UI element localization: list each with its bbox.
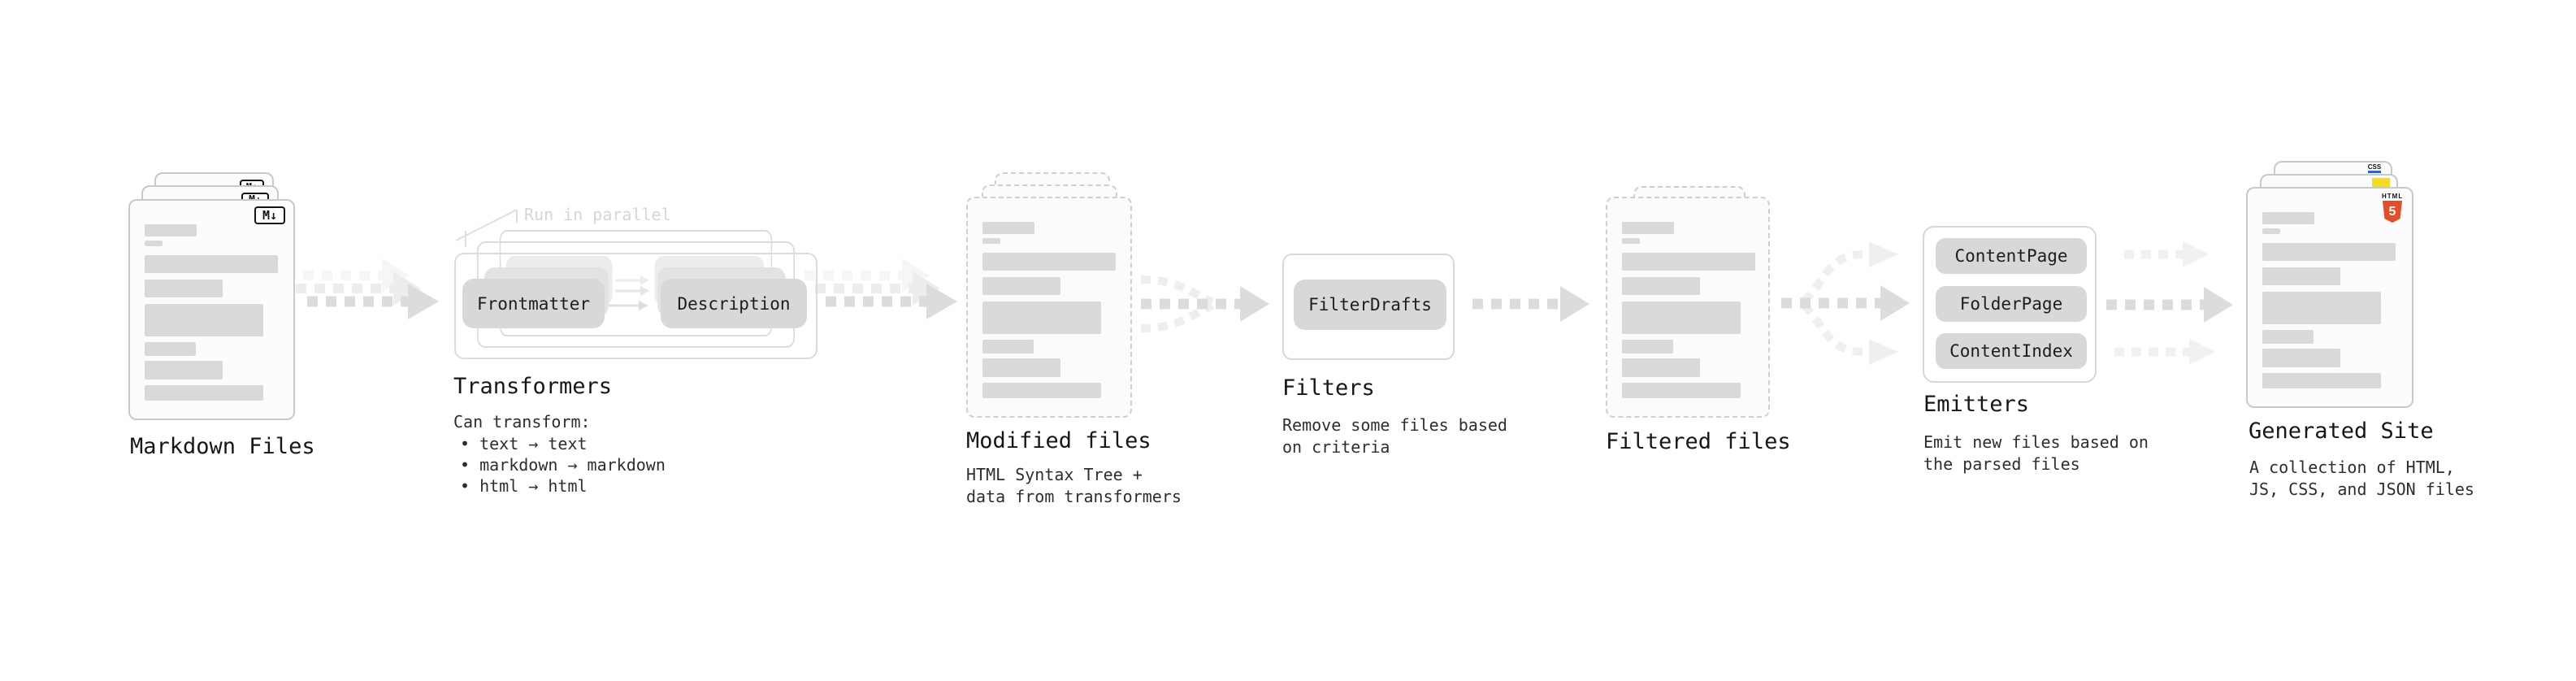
doc-placeholder-bar: [982, 301, 1101, 334]
modified-files-desc: HTML Syntax Tree +: [966, 465, 1143, 484]
modified-doc-sheet-front: [966, 197, 1132, 418]
transformers-bullet: • text → text: [460, 434, 588, 453]
filters-desc: on criteria: [1282, 437, 1390, 457]
html5-icon-number: 5: [2388, 204, 2396, 219]
doc-placeholder-bar: [982, 358, 1060, 377]
doc-placeholder-bar: [1622, 383, 1741, 398]
doc-placeholder-bar: [2262, 292, 2381, 324]
doc-placeholder-bar: [1622, 340, 1673, 354]
doc-placeholder-lines: [982, 222, 1116, 398]
doc-placeholder-bar: [1622, 301, 1741, 334]
transformers-desc-heading: Can transform:: [453, 412, 591, 432]
filterdrafts-pill: FilterDrafts: [1294, 280, 1446, 330]
arrow-markdown-to-transformers: [284, 258, 439, 319]
emitters-box: ContentPage FolderPage ContentIndex: [1923, 226, 2097, 383]
doc-placeholder-bar: [1622, 238, 1640, 244]
doc-placeholder-bar: [2262, 349, 2340, 367]
filtered-files-title: Filtered files: [1606, 429, 1791, 454]
filtered-doc-sheet-front: [1606, 197, 1770, 418]
doc-placeholder-bar: [982, 277, 1060, 295]
doc-placeholder-bar: [1622, 358, 1700, 377]
doc-placeholder-bar: [145, 361, 223, 380]
arrow-modified-to-filters: [1140, 275, 1269, 332]
description-pill: Description: [661, 279, 807, 328]
generated-doc-sheet-front: HTML 5: [2246, 187, 2413, 408]
html5-icon-label: HTML: [2382, 193, 2404, 200]
generated-site-title: Generated Site: [2249, 419, 2434, 444]
doc-placeholder-bar: [145, 241, 163, 246]
html5-icon-shield: 5: [2383, 201, 2402, 223]
css-icon-underline: [2368, 171, 2381, 173]
doc-placeholder-bar: [145, 342, 196, 356]
doc-placeholder-bar: [145, 304, 263, 336]
doc-placeholder-bar: [145, 255, 278, 273]
doc-placeholder-bar: [2262, 330, 2314, 344]
doc-placeholder-lines: [1622, 222, 1755, 398]
transformers-bullet: • html → html: [460, 476, 588, 496]
markdown-files-title: Markdown Files: [130, 434, 315, 459]
css-icon-label: CSS: [2367, 163, 2382, 171]
doc-placeholder-bar: [1622, 253, 1755, 271]
doc-placeholder-bar: [982, 222, 1034, 234]
transformers-title: Transformers: [453, 374, 613, 399]
arrow-filtered-to-emitters: [1781, 241, 1910, 365]
doc-placeholder-bar: [2262, 373, 2381, 388]
javascript-icon: [2372, 178, 2390, 188]
doc-placeholder-bar: [1622, 277, 1700, 295]
doc-placeholder-bar: [1622, 222, 1674, 234]
doc-placeholder-lines: [2262, 212, 2396, 388]
doc-placeholder-bar: [2262, 212, 2314, 224]
frontmatter-pill: Frontmatter: [462, 279, 605, 328]
transformers-bullet: • markdown → markdown: [460, 455, 666, 475]
generated-site-desc: JS, CSS, and JSON files: [2249, 479, 2474, 499]
doc-placeholder-bar: [2262, 228, 2280, 234]
filters-box: FilterDrafts: [1282, 254, 1455, 360]
doc-placeholder-bar: [2262, 243, 2396, 261]
doc-placeholder-bar: [982, 383, 1101, 398]
doc-placeholder-bar: [982, 253, 1116, 271]
markdown-icon: M↓: [254, 206, 285, 224]
contentindex-pill: ContentIndex: [1936, 333, 2087, 369]
folderpage-pill: FolderPage: [1936, 286, 2087, 322]
emitters-title: Emitters: [1923, 392, 2030, 417]
filters-desc: Remove some files based: [1282, 415, 1507, 435]
doc-placeholder-bar: [2262, 267, 2340, 285]
markdown-doc-sheet-front: M↓: [128, 199, 295, 420]
arrow-filters-to-filtered: [1472, 286, 1589, 322]
css-icon: CSS: [2366, 164, 2383, 173]
generated-site-desc: A collection of HTML,: [2249, 458, 2455, 477]
transformer-step-arrows: [609, 275, 649, 310]
transformer-layer-front: Frontmatter Description: [454, 253, 817, 359]
contentpage-pill: ContentPage: [1936, 238, 2087, 274]
modified-files-title: Modified files: [966, 428, 1151, 453]
run-in-parallel-leader-line: [455, 209, 518, 247]
doc-placeholder-bar: [145, 280, 223, 297]
emitters-desc: Emit new files based on: [1923, 432, 2149, 452]
doc-placeholder-bar: [982, 340, 1034, 354]
emitters-desc: the parsed files: [1923, 454, 2080, 474]
doc-placeholder-lines: [145, 224, 278, 401]
arrow-emitters-to-generated: [2106, 241, 2233, 365]
run-in-parallel-annotation: Run in parallel: [524, 205, 671, 224]
modified-files-desc: data from transformers: [966, 487, 1182, 506]
doc-placeholder-bar: [982, 238, 1000, 244]
doc-placeholder-bar: [145, 385, 263, 401]
html5-icon: HTML 5: [2382, 193, 2403, 223]
doc-placeholder-bar: [145, 224, 197, 236]
filters-title: Filters: [1282, 375, 1375, 401]
arrow-transformers-to-modified: [804, 258, 957, 319]
